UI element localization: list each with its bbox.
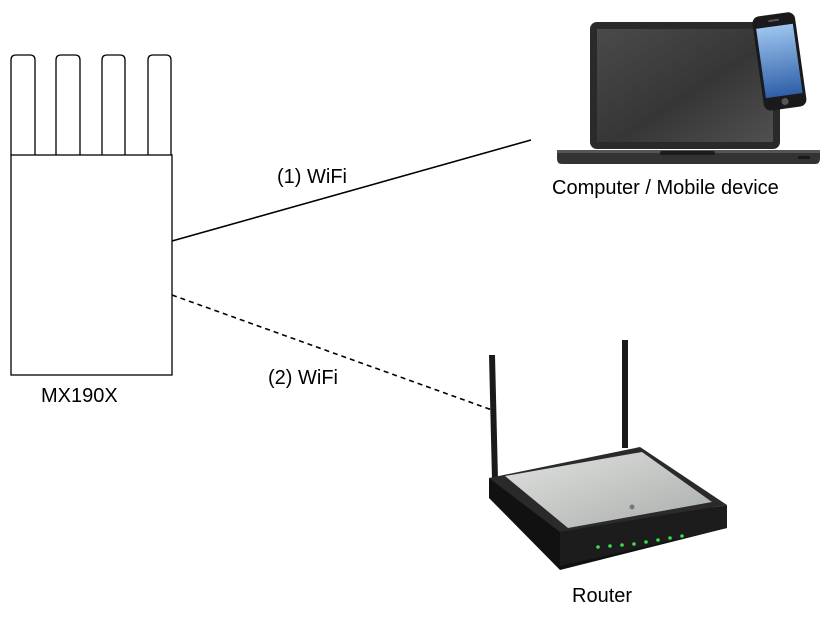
modem-outline-icon [10, 54, 173, 376]
device-label: MX190X [41, 385, 118, 407]
wifi-link-solid [171, 139, 532, 242]
smartphone-icon [752, 12, 807, 111]
device-antenna [101, 54, 126, 155]
device-body [10, 154, 173, 376]
connection-label-wifi-1: (1) WiFi [277, 166, 347, 188]
connection-label-wifi-2: (2) WiFi [268, 367, 338, 389]
router-label: Router [572, 585, 633, 607]
computer-label: Computer / Mobile device [552, 177, 779, 199]
laptop-icon [557, 22, 820, 164]
wifi-link-dashed [171, 294, 493, 411]
device-antenna [10, 54, 36, 155]
wifi-router-icon [489, 340, 727, 570]
device-antenna [55, 54, 81, 155]
device-antenna [147, 54, 172, 155]
